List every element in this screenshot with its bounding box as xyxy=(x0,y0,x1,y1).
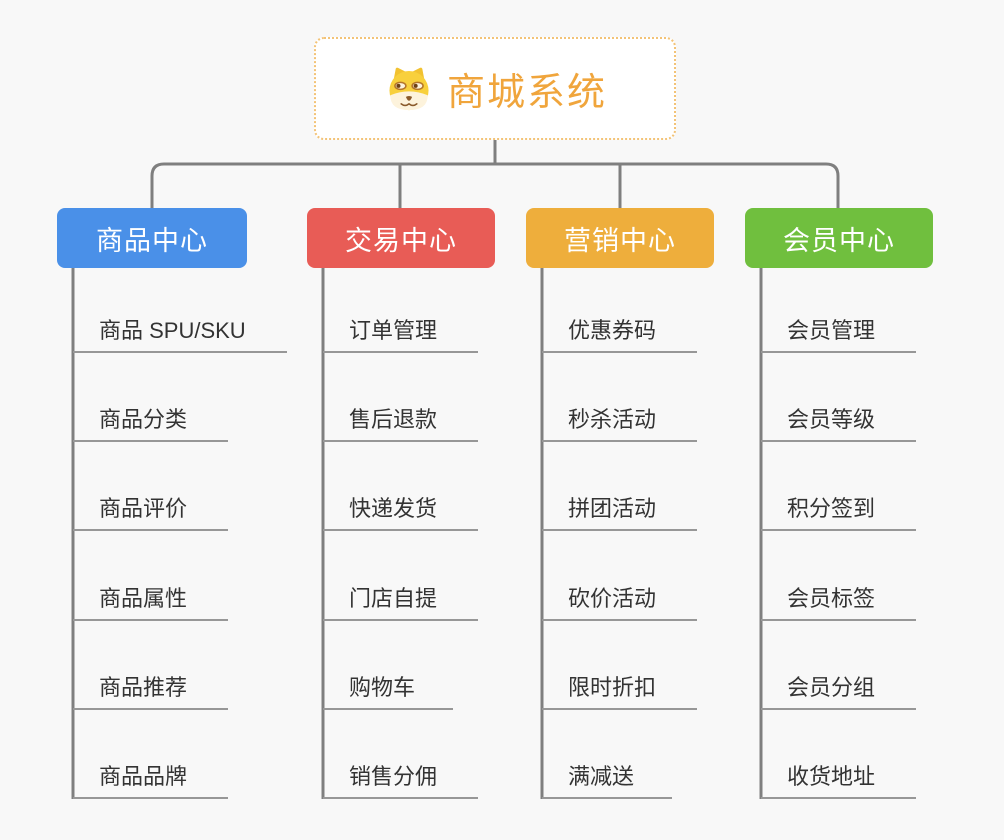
leaf-label: 商品品牌 xyxy=(99,764,188,789)
leaf-label: 商品推荐 xyxy=(99,675,188,700)
leaf-item[interactable]: 商品推荐 xyxy=(73,666,228,710)
leaf-label: 门店自提 xyxy=(349,586,438,611)
leaf-item[interactable]: 满减送 xyxy=(542,755,672,799)
leaf-label: 销售分佣 xyxy=(349,764,438,789)
branch-rail-line xyxy=(150,162,840,208)
leaf-label: 会员管理 xyxy=(787,318,876,343)
leaf-item[interactable]: 积分签到 xyxy=(761,487,916,531)
doge-icon xyxy=(389,67,429,110)
leaf-item[interactable]: 商品 SPU/SKU xyxy=(73,309,287,353)
leaf-label: 收货地址 xyxy=(787,764,876,789)
leaf-item[interactable]: 售后退款 xyxy=(323,398,478,442)
leaf-label: 商品分类 xyxy=(99,407,188,432)
leaf-item[interactable]: 会员标签 xyxy=(761,577,916,621)
root-title: 商城系统 xyxy=(446,72,607,114)
leaf-item[interactable]: 拼团活动 xyxy=(542,487,697,531)
leaf-label: 商品属性 xyxy=(99,586,188,611)
leaf-item[interactable]: 销售分佣 xyxy=(323,755,478,799)
leaf-label: 会员分组 xyxy=(787,675,876,700)
leaf-item[interactable]: 商品品牌 xyxy=(73,755,228,799)
leaf-label: 购物车 xyxy=(349,675,416,700)
leaf-label: 优惠券码 xyxy=(568,318,657,343)
leaf-item[interactable]: 快递发货 xyxy=(323,487,478,531)
leaf-label: 拼团活动 xyxy=(568,496,657,521)
leaf-label: 快递发货 xyxy=(349,496,438,521)
leaf-item[interactable]: 商品分类 xyxy=(73,398,228,442)
leaf-item[interactable]: 商品评价 xyxy=(73,487,228,531)
leaf-label: 满减送 xyxy=(568,764,635,789)
leaf-item[interactable]: 购物车 xyxy=(323,666,453,710)
leaf-label: 订单管理 xyxy=(349,318,438,343)
leaf-item[interactable]: 门店自提 xyxy=(323,577,478,621)
leaf-label: 限时折扣 xyxy=(568,675,657,700)
leaf-item[interactable]: 订单管理 xyxy=(323,309,478,353)
leaf-label: 积分签到 xyxy=(787,496,876,521)
branch-node-member-center[interactable]: 会员中心 xyxy=(745,208,933,268)
leaf-label: 秒杀活动 xyxy=(568,407,657,432)
leaf-label: 售后退款 xyxy=(349,407,438,432)
leaf-item[interactable]: 收货地址 xyxy=(761,755,916,799)
leaf-item[interactable]: 秒杀活动 xyxy=(542,398,697,442)
leaf-item[interactable]: 会员分组 xyxy=(761,666,916,710)
leaf-item[interactable]: 商品属性 xyxy=(73,577,228,621)
leaf-item[interactable]: 优惠券码 xyxy=(542,309,697,353)
branch-node-marketing-center[interactable]: 营销中心 xyxy=(526,208,714,268)
leaf-item[interactable]: 会员管理 xyxy=(761,309,916,353)
branch-node-product-center[interactable]: 商品中心 xyxy=(57,208,247,268)
leaf-label: 商品 SPU/SKU xyxy=(99,318,246,343)
leaf-label: 会员等级 xyxy=(787,407,876,432)
leaf-label: 砍价活动 xyxy=(568,586,657,611)
leaf-item[interactable]: 限时折扣 xyxy=(542,666,697,710)
leaf-label: 商品评价 xyxy=(99,496,188,521)
branch-node-trade-center[interactable]: 交易中心 xyxy=(307,208,495,268)
leaf-item[interactable]: 砍价活动 xyxy=(542,577,697,621)
leaf-item[interactable]: 会员等级 xyxy=(761,398,916,442)
leaf-label: 会员标签 xyxy=(787,586,876,611)
root-node[interactable]: 商城系统 xyxy=(314,37,676,140)
